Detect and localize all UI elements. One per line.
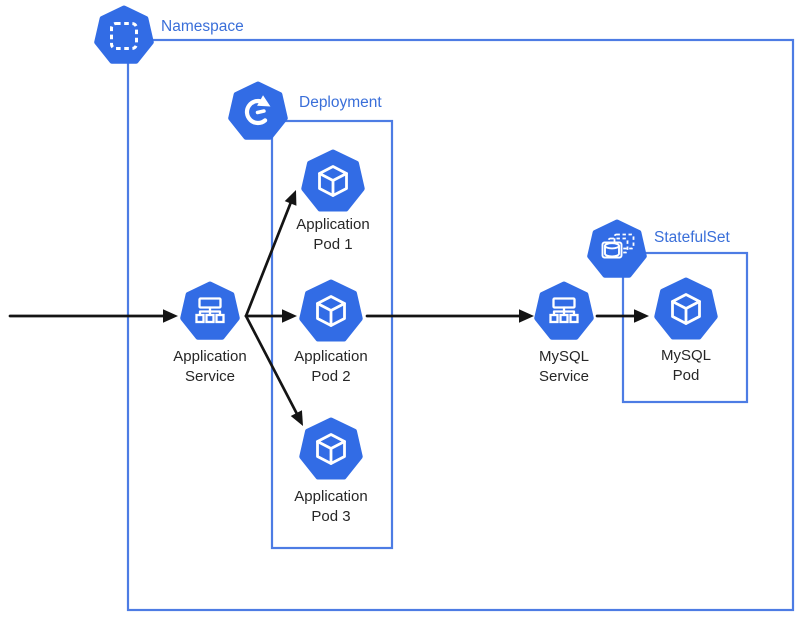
application-pod-3-label: Application Pod 3 <box>271 487 391 526</box>
label-line: MySQL <box>538 348 589 365</box>
application-pod-2-icon <box>302 282 361 339</box>
label-line: Pod 1 <box>313 235 353 253</box>
mysql-pod-icon <box>657 280 716 337</box>
application-service-icon <box>183 284 238 337</box>
namespace-label: Namespace <box>161 18 244 35</box>
arrow-pod-2-to-mysql-service <box>365 309 534 323</box>
label-line: MySQL <box>660 347 711 364</box>
application-pod-1-label: Application Pod 1 <box>273 215 393 254</box>
application-pod-1-icon <box>304 152 363 209</box>
label-line: Pod 3 <box>311 507 351 525</box>
label-line: Application <box>173 348 247 365</box>
deployment-label: Deployment <box>299 94 382 111</box>
arrow-ingress-to-app-service <box>8 309 178 323</box>
label-line: Pod 2 <box>311 367 351 385</box>
statefulset-label: StatefulSet <box>654 229 730 246</box>
arrow-app-service-to-pod-2 <box>244 309 297 323</box>
application-pod-2-label: Application Pod 2 <box>271 347 391 386</box>
statefulset-box <box>621 251 749 404</box>
mysql-pod-label: MySQL Pod <box>626 346 746 385</box>
arrow-mysql-service-to-mysql-pod <box>595 309 649 323</box>
label-line: Pod <box>672 366 700 384</box>
label-line: Application <box>294 348 368 365</box>
mysql-service-label: MySQL Service <box>504 347 624 386</box>
statefulset-icon <box>590 222 645 275</box>
arrow-app-service-to-pod-1 <box>244 190 297 318</box>
application-service-label: Application Service <box>150 347 270 386</box>
arrow-app-service-to-pod-3 <box>244 314 303 426</box>
namespace-icon <box>97 8 152 61</box>
deployment-box <box>270 119 394 550</box>
label-line: Application <box>296 216 370 233</box>
mysql-service-icon <box>537 284 592 337</box>
label-line: Application <box>294 488 368 505</box>
label-line: Service <box>184 367 236 385</box>
label-line: Service <box>538 367 590 385</box>
namespace-box <box>126 38 795 612</box>
deployment-icon <box>231 84 286 137</box>
application-pod-3-icon <box>302 420 361 477</box>
